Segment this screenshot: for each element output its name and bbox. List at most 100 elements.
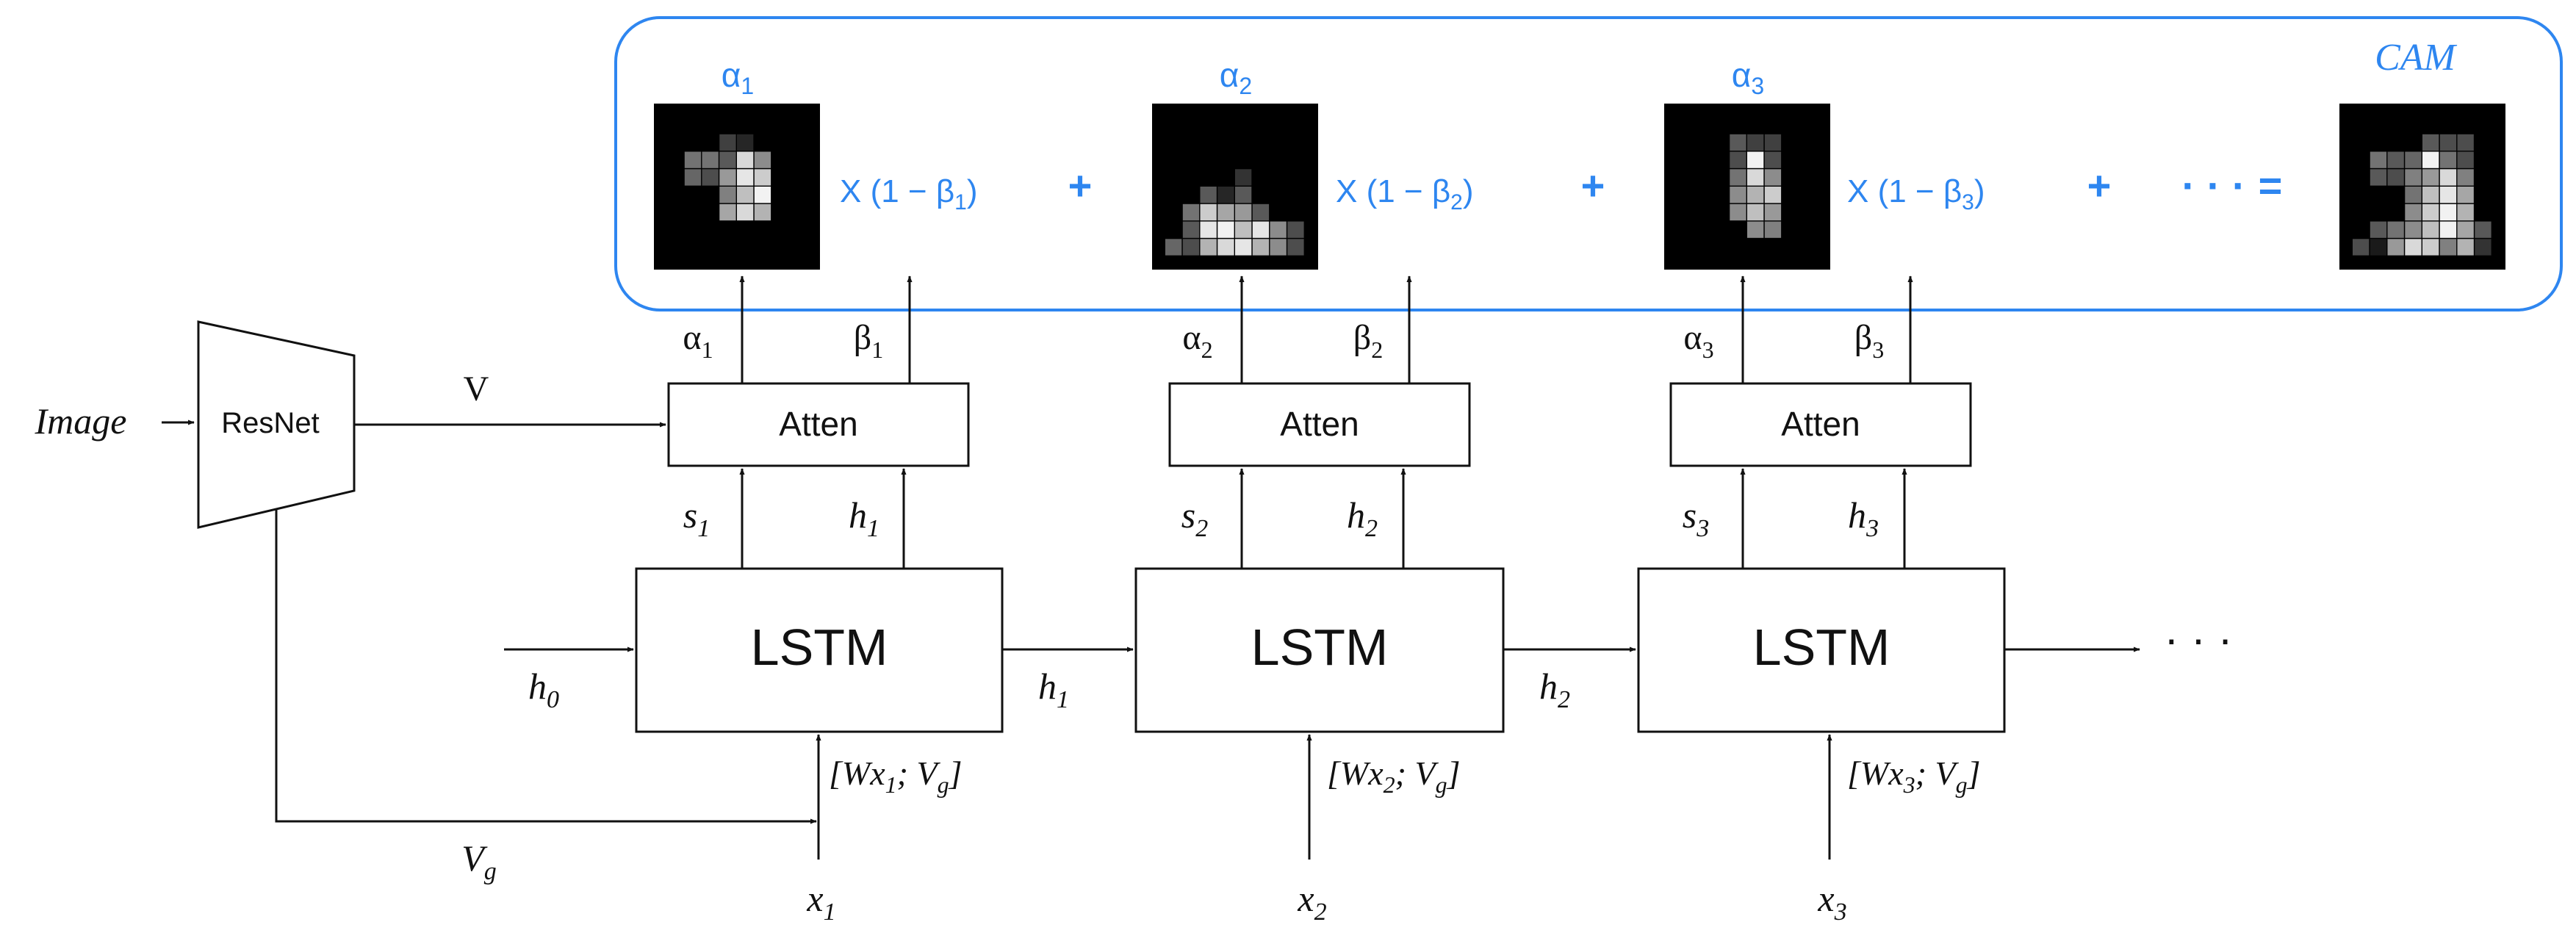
heatmap-alpha-2-cell [1200,203,1217,221]
heatmap-cam-cell [2370,221,2387,238]
heatmap-cam-cell [2387,221,2404,238]
lstm-label-2: LSTM [1251,619,1389,676]
weight-term-3: X (1 − β3) [1847,173,1985,215]
heatmap-cam-cell [2370,151,2387,168]
heatmap-alpha-3 [1664,104,1830,270]
alpha-label-2: α2 [1182,318,1212,363]
heatmap-alpha-2-cell [1235,203,1252,221]
heatmap-alpha-2-cell [1217,239,1234,256]
heatmap-alpha-2-cell [1200,187,1217,203]
heatmap-alpha-3-cell [1730,151,1746,168]
equals-sign: = [2259,162,2283,209]
heatmap-cam-cell [2422,203,2439,221]
lstm-label-3: LSTM [1753,619,1890,676]
atten-label-1: Atten [779,405,857,443]
heatmap-cam-cell [2387,169,2404,186]
heatmap-alpha-1-cell [737,151,754,168]
heatmap-cam-cell [2405,187,2422,203]
lstm-block-1 [635,567,1004,733]
heatmap-alpha-2-cell [1235,239,1252,256]
heatmap-alpha-3-cell [1730,169,1746,186]
alpha-label-3: α3 [1683,318,1713,363]
s-label-2: s2 [1181,494,1208,542]
heatmap-alpha-3-cell [1747,187,1764,203]
alpha-title-3: α3 [1732,56,1764,99]
sum-ellipsis: · · · [2181,162,2245,209]
heatmap-alpha-2-cell [1252,203,1270,221]
lstm-block-2 [1134,567,1505,733]
heatmap-alpha-3-cell [1730,134,1746,151]
weight-term-2: X (1 − β2) [1336,173,1474,215]
heatmap-cam-cell [2439,239,2457,256]
input-label-1: [Wx1; Vg] [829,754,962,798]
heatmap-cam-cell [2387,151,2404,168]
heatmap-alpha-1-cell [737,134,754,151]
step-3: LSTM Atten s3 h3 α3 β3 [Wx3; Vg] x3 [1637,275,2140,926]
heatmap-alpha-1-cell [737,187,754,203]
atten-label-3: Atten [1781,405,1860,443]
heatmap-alpha-1-cell [719,203,736,221]
heatmap-alpha-2-cell [1235,221,1252,238]
beta-label-3: β3 [1854,318,1884,363]
x-label-3: x3 [1817,878,1846,926]
heatmap-alpha-3-cell [1764,169,1782,186]
cam-title: CAM [2375,37,2457,79]
cam-frame [614,16,2563,311]
heatmap-cam-cell [2439,134,2457,151]
heatmap-alpha-3-cell [1764,134,1782,151]
heatmap-alpha-3-cell [1747,169,1764,186]
heatmap-cam-cell [2387,239,2404,256]
heatmap-alpha-2-cell [1182,203,1200,221]
x-label-2: x2 [1297,878,1326,926]
heatmap-alpha-3-cell [1747,134,1764,151]
atten-block-3 [1669,382,1972,467]
heatmap-alpha-1-cell [702,169,719,186]
heatmap-alpha-2-cell [1182,239,1200,256]
image-label: Image [35,400,127,442]
heatmap-cam-cell [2422,169,2439,186]
h-label-right-2: h2 [1539,666,1570,713]
heatmap-alpha-3-cell [1764,203,1782,221]
heatmap-alpha-1-cell [754,187,771,203]
s-label-3: s3 [1683,494,1709,542]
h-label-up-3: h3 [1848,494,1879,542]
heatmap-alpha-1-cell [737,169,754,186]
heatmap-alpha-2-cell [1165,239,1182,256]
heatmap-alpha-2-cell [1252,221,1270,238]
heatmap-cam-cell [2439,203,2457,221]
heatmap-alpha-2-cell [1217,187,1234,203]
h0-label: h0 [528,666,559,713]
weight-term-1: X (1 − β1) [840,173,978,215]
heatmap-cam-cell [2422,134,2439,151]
heatmap-alpha-2-cell [1287,239,1304,256]
heatmap-alpha-1-cell [754,151,771,168]
atten-block-1 [667,382,970,467]
step-2: LSTM Atten s2 h2 α2 β2 [Wx2; Vg] x2 h2 [1134,275,1636,926]
heatmap-alpha-1-cell [719,187,736,203]
heatmap-alpha-2 [1152,104,1318,270]
alpha-title-2: α2 [1220,56,1252,99]
main-ellipsis: · · · [2164,614,2232,663]
heatmap-alpha-1-cell [737,203,754,221]
input-label-2: [Wx2; Vg] [1327,754,1460,798]
h-label-up-2: h2 [1347,494,1378,542]
h-label-up-1: h1 [849,494,879,542]
heatmap-alpha-3-cell [1764,187,1782,203]
heatmap-cam-cell [2457,151,2474,168]
heatmap-cam [2339,104,2505,270]
heatmap-cam-cell [2457,203,2474,221]
atten-label-2: Atten [1280,405,1359,443]
heatmap-alpha-3-cell [1747,151,1764,168]
s-label-1: s1 [683,494,710,542]
x-label-1: x1 [806,878,835,926]
plus-sign-1: + [1068,162,1093,209]
heatmap-alpha-2-cell [1182,221,1200,238]
heatmap-alpha-3-cell [1764,221,1782,238]
resnet-block [197,320,356,529]
heatmap-alpha-2-cell [1252,239,1270,256]
heatmap-cam-cell [2439,169,2457,186]
heatmap-alpha-3-cell [1747,203,1764,221]
heatmap-alpha-2-cell [1287,221,1304,238]
alpha-label-1: α1 [683,318,713,363]
heatmap-cam-cell [2475,221,2492,238]
